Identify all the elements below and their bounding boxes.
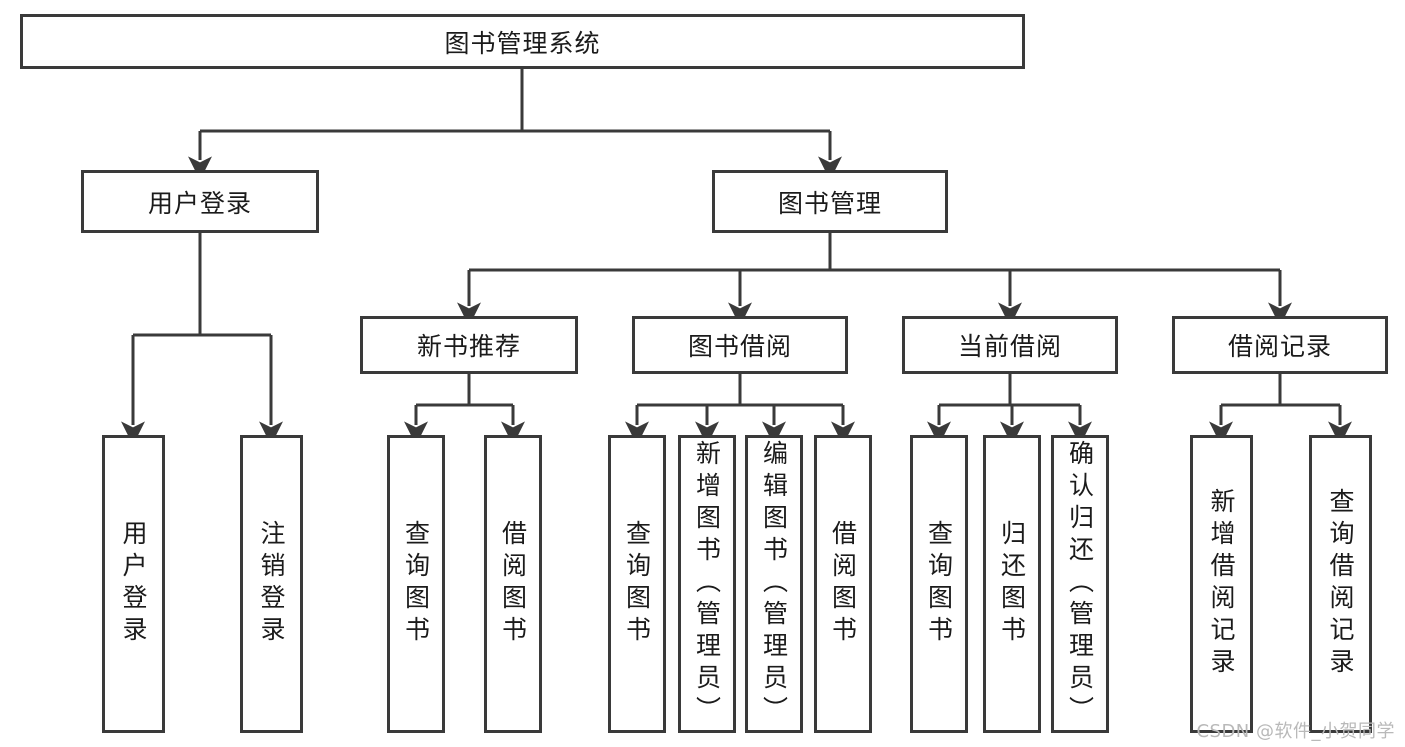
- node-leaf-borrow-book[interactable]: 借阅图书: [814, 435, 872, 733]
- node-leaf-add-record[interactable]: 新增借阅记录: [1190, 435, 1253, 733]
- node-book-manage-label: 图书管理: [777, 188, 882, 218]
- node-leaf-query-book-borrow[interactable]: 查询图书: [608, 435, 666, 733]
- node-leaf-query-book-rec-label: 查询图书: [401, 520, 431, 648]
- node-root[interactable]: 图书管理系统: [20, 14, 1025, 69]
- node-leaf-query-book-rec[interactable]: 查询图书: [387, 435, 445, 733]
- node-leaf-logout-label: 注销登录: [257, 520, 286, 648]
- node-user-login-label: 用户登录: [147, 188, 252, 218]
- node-book-manage[interactable]: 图书管理: [712, 170, 948, 233]
- node-leaf-confirm-return[interactable]: 确认归还（管理员）: [1051, 435, 1109, 733]
- node-root-label: 图书管理系统: [444, 28, 601, 58]
- node-leaf-add-book-label: 新增图书（管理员）: [692, 440, 722, 728]
- node-new-book-recommend[interactable]: 新书推荐: [360, 316, 578, 374]
- node-book-borrow-label: 图书借阅: [687, 332, 792, 361]
- node-book-borrow[interactable]: 图书借阅: [632, 316, 848, 374]
- node-current-borrow[interactable]: 当前借阅: [902, 316, 1118, 374]
- node-leaf-add-record-label: 新增借阅记录: [1207, 488, 1236, 680]
- node-leaf-borrow-book-label: 借阅图书: [828, 520, 858, 648]
- node-leaf-logout[interactable]: 注销登录: [240, 435, 303, 733]
- node-borrow-record-label: 借阅记录: [1227, 332, 1332, 361]
- node-borrow-record[interactable]: 借阅记录: [1172, 316, 1388, 374]
- watermark-text: CSDN @软件_小贺同学: [1196, 721, 1395, 742]
- node-leaf-return-book-label: 归还图书: [997, 520, 1027, 648]
- node-leaf-query-book-cur-label: 查询图书: [924, 520, 954, 648]
- node-leaf-user-login[interactable]: 用户登录: [102, 435, 165, 733]
- node-leaf-query-record[interactable]: 查询借阅记录: [1309, 435, 1372, 733]
- node-leaf-query-record-label: 查询借阅记录: [1326, 488, 1355, 680]
- node-leaf-query-book-cur[interactable]: 查询图书: [910, 435, 968, 733]
- node-new-book-recommend-label: 新书推荐: [416, 332, 521, 361]
- node-leaf-edit-book-label: 编辑图书（管理员）: [759, 440, 789, 728]
- node-leaf-add-book[interactable]: 新增图书（管理员）: [678, 435, 736, 733]
- node-leaf-borrow-book-rec[interactable]: 借阅图书: [484, 435, 542, 733]
- node-leaf-return-book[interactable]: 归还图书: [983, 435, 1041, 733]
- node-current-borrow-label: 当前借阅: [957, 332, 1062, 361]
- node-leaf-borrow-book-rec-label: 借阅图书: [498, 520, 528, 648]
- node-leaf-query-book-borrow-label: 查询图书: [622, 520, 652, 648]
- node-leaf-confirm-return-label: 确认归还（管理员）: [1065, 440, 1095, 728]
- node-leaf-user-login-label: 用户登录: [119, 520, 148, 648]
- node-leaf-edit-book[interactable]: 编辑图书（管理员）: [745, 435, 803, 733]
- node-user-login[interactable]: 用户登录: [81, 170, 319, 233]
